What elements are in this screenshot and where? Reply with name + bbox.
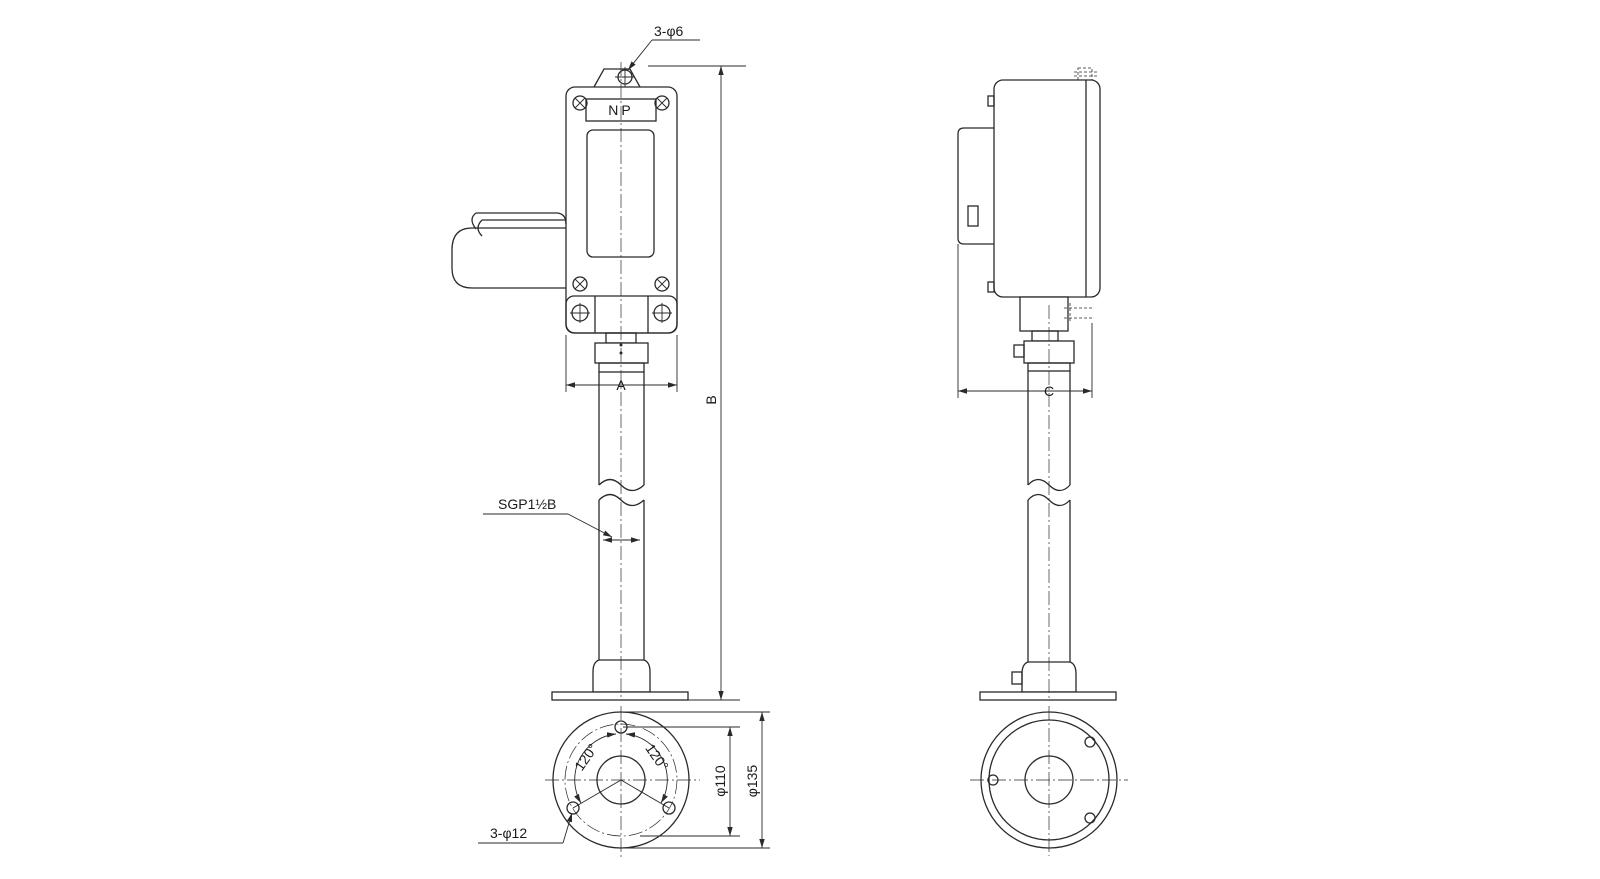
screw-icon xyxy=(654,95,670,111)
flange-plan-side xyxy=(970,706,1128,856)
flange-side xyxy=(979,691,1117,701)
nameplate-box xyxy=(585,98,657,122)
flange-plan-front xyxy=(545,706,700,860)
enclosure-side xyxy=(993,79,1101,298)
angle-right-label: 120° xyxy=(642,741,672,774)
dim-width-label: A xyxy=(616,377,626,393)
screw-icon xyxy=(572,95,588,111)
flange-hole xyxy=(566,801,580,815)
screw-icon xyxy=(572,276,588,292)
pipe-spec-label: SGP1½B xyxy=(498,496,556,512)
flange-pcd-label: φ110 xyxy=(712,765,728,797)
dimensions xyxy=(478,39,1093,849)
flange-holes-label: 3-φ12 xyxy=(490,825,527,841)
flange-od-label: φ135 xyxy=(744,765,760,798)
dim-depth-label: C xyxy=(1044,383,1054,399)
flange-hole xyxy=(1084,812,1096,824)
window xyxy=(586,129,655,258)
flange-hole xyxy=(1084,736,1096,748)
flange-hole xyxy=(662,801,676,815)
angle-left-label: 120° xyxy=(571,741,601,774)
dim-height-label: B xyxy=(703,395,719,404)
mount-holes-top-label: 3-φ6 xyxy=(654,23,684,39)
side-view xyxy=(957,67,1117,701)
front-view xyxy=(451,62,689,701)
flange-side xyxy=(551,691,689,701)
screw-icon xyxy=(654,276,670,292)
nameplate-label: NP xyxy=(608,102,633,118)
